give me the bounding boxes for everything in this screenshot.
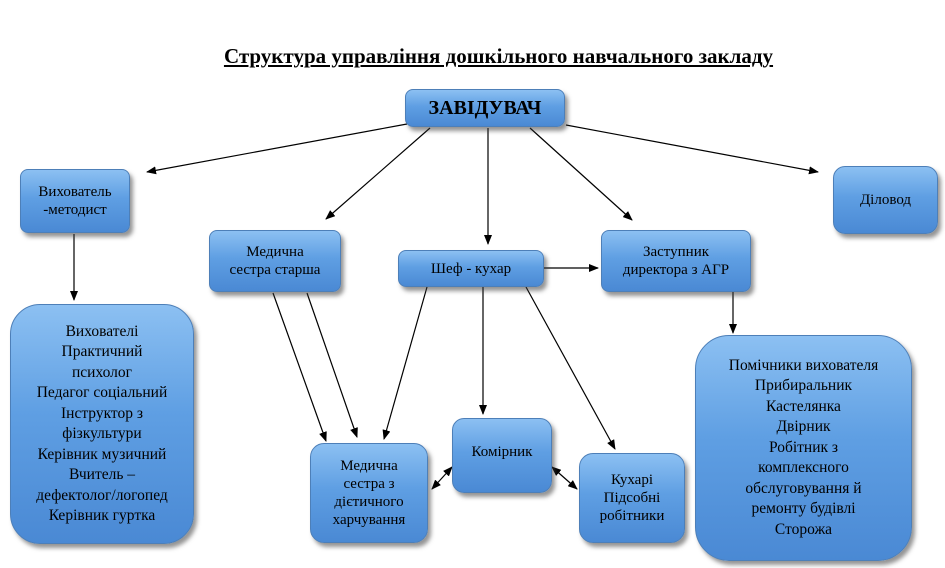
staff-item: Практичний (61, 343, 143, 360)
diet-nurse-label-3: дієтичного (334, 494, 404, 510)
support-item: Кастелянка (766, 397, 841, 415)
storekeeper-label: Комірник (471, 444, 533, 460)
staff-list-node: Вихователі Практичний психолог Педагог с… (10, 304, 194, 544)
support-item: Помічники вихователя (728, 356, 879, 374)
support-item: обслуговування й (745, 479, 862, 497)
staff-item: фізкультури (62, 425, 142, 442)
methodist-node: Вихователь -методист (20, 169, 130, 233)
head-node: ЗАВІДУВАЧ (405, 89, 565, 127)
senior-nurse-node: Медична сестра старша (209, 230, 341, 292)
staff-item: дефектолог/логопед (36, 486, 168, 504)
diet-nurse-label-4: харчування (332, 512, 406, 528)
chef-label: Шеф - кухар (430, 260, 512, 277)
arrow-chef-to-cooks (525, 286, 616, 450)
diet-nurse-node: Медична сестра з дієтичного харчування (310, 443, 428, 543)
deputy-label-2: директора з АГР (622, 262, 730, 278)
staff-item: Інструктор з (61, 404, 143, 422)
cooks-label-1: Кухарі (610, 472, 653, 488)
cooks-label-2: Підсобні (603, 490, 661, 506)
arrow-head-to-senior-nurse (325, 127, 431, 220)
page-title: Структура управління дошкільного навчаль… (223, 44, 774, 68)
diet-nurse-label-2: сестра з (343, 476, 395, 492)
staff-item: Керівник музичний (37, 445, 167, 463)
senior-nurse-label-1: Медична (246, 244, 304, 260)
cooks-node: Кухарі Підсобні робітники (579, 453, 685, 543)
methodist-label-1: Вихователь (38, 184, 112, 200)
deputy-label-1: Заступник (642, 244, 710, 260)
arrow-senior-nurse-to-diet-1 (272, 292, 327, 442)
support-list-node: Помічники вихователя Прибиральник Кастел… (695, 335, 912, 561)
arrow-chef-to-diet (382, 286, 428, 440)
staff-item: Вихователі (65, 322, 139, 340)
clerk-node: Діловод (833, 166, 938, 234)
storekeeper-node: Комірник (452, 418, 552, 493)
arrow-head-to-deputy (529, 127, 633, 221)
clerk-label: Діловод (859, 192, 912, 208)
deputy-node: Заступник директора з АГР (601, 230, 751, 292)
support-item: ремонту будівлі (751, 500, 856, 518)
support-item: Двірник (776, 418, 831, 436)
support-item: Робітник з (768, 438, 839, 456)
staff-item: Керівник гуртка (48, 507, 156, 524)
staff-item: Педагог соціальний (36, 384, 168, 401)
senior-nurse-label-2: сестра старша (229, 262, 321, 278)
support-item: Сторожа (774, 520, 833, 538)
arrow-senior-nurse-to-diet-2 (306, 292, 358, 438)
arrow-storekeeper-diet (431, 466, 453, 490)
head-label: ЗАВІДУВАЧ (428, 97, 542, 119)
staff-item: психолог (71, 363, 133, 381)
arrow-head-to-clerk (565, 124, 819, 175)
support-item: Прибиральник (754, 377, 853, 395)
chef-node: Шеф - кухар (398, 250, 544, 287)
diet-nurse-label-1: Медична (340, 458, 398, 474)
staff-item: Вчитель – (68, 466, 136, 483)
arrow-storekeeper-cooks (551, 466, 578, 490)
support-item: комплексного (758, 459, 849, 477)
methodist-label-2: -методист (43, 202, 107, 218)
arrow-head-to-methodist (146, 123, 408, 175)
cooks-label-3: робітники (599, 508, 665, 524)
